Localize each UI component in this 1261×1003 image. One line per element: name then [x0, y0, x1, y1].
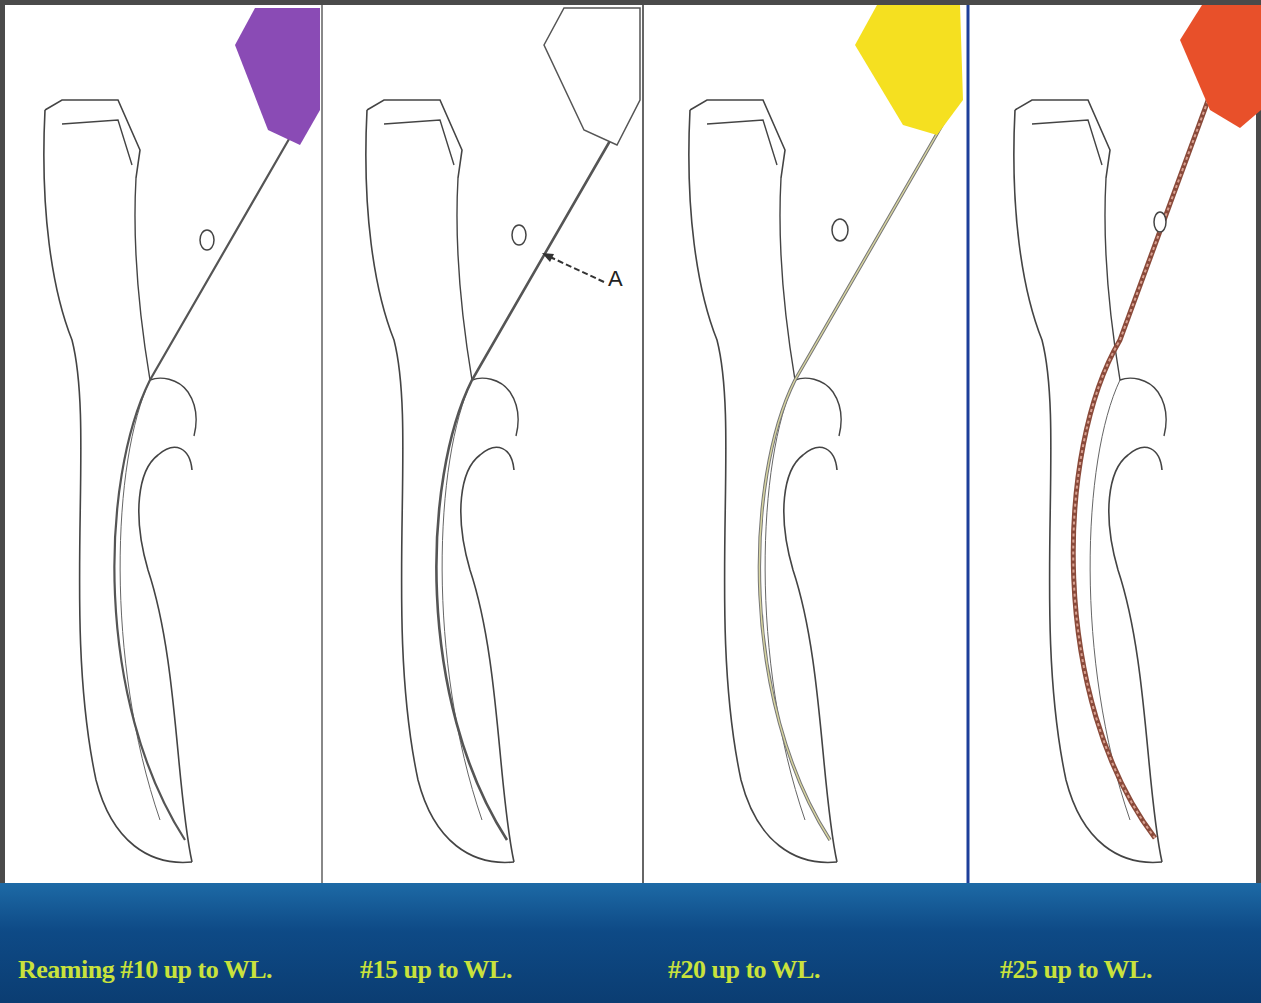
callout-letter: A	[606, 266, 625, 292]
step-caption: #20 up to WL.	[668, 955, 820, 985]
step-caption: #25 up to WL.	[1000, 955, 1152, 985]
step-caption: Reaming #10 up to WL.	[18, 955, 272, 985]
caption-band: Reaming #10 up to WL. #15 up to WL. #20 up…	[0, 883, 1261, 1003]
step-caption: #15 up to WL.	[360, 955, 512, 985]
